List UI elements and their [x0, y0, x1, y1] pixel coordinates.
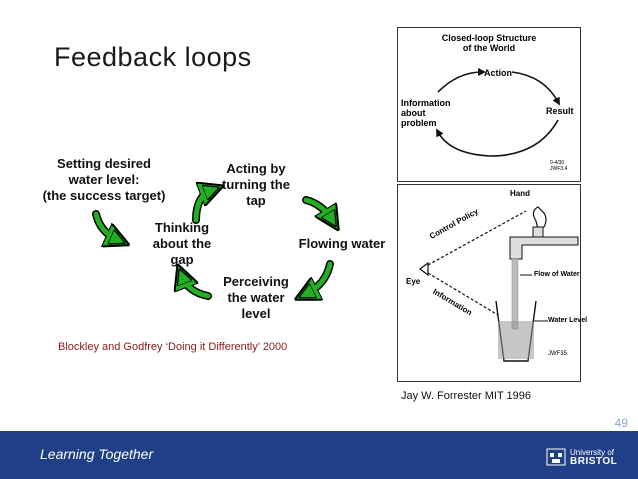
water-level-label: Water Level [548, 317, 588, 324]
figure-credit: Jay W. Forrester MIT 1996 [401, 390, 532, 402]
hand-label: Hand [510, 189, 530, 198]
figure-code: 0-4/30 JWF3.4 [550, 160, 568, 172]
loop-arrows [92, 0, 420, 340]
flow-of-water-label: Flow of Water [534, 271, 580, 278]
information-label: Information about problem [401, 98, 451, 128]
node-flowing-water: Flowing water [298, 236, 386, 251]
tap-drawing [419, 206, 579, 362]
crest-icon [546, 448, 566, 466]
university-logo: University of BRISTOL [546, 448, 617, 467]
action-label: Action [484, 68, 512, 78]
page-number: 49 [614, 416, 628, 430]
footer-text: Learning Together [40, 446, 154, 462]
citation: Blockley and Godfrey ‘Doing it Different… [58, 341, 288, 353]
slide-title: Feedback loops [54, 42, 252, 72]
closed-loop-circle [436, 68, 560, 157]
footer-bar [0, 431, 638, 479]
result-label: Result [546, 106, 574, 116]
tap-figure: Hand Control Policy Flow of Water Eye In… [397, 184, 587, 382]
node-perceiving: Perceiving the water level [223, 274, 289, 321]
closed-loop-title: Closed-loop Structure of the World [441, 33, 537, 53]
node-acting: Acting by turning the tap [222, 161, 290, 208]
tap-figure-code: JWF35 [548, 351, 568, 357]
node-setting-desired: Setting desired water level: (the succes… [42, 156, 166, 203]
eye-label: Eye [406, 277, 421, 286]
closed-loop-figure: Closed-loop Structure of the World Actio… [397, 27, 581, 182]
